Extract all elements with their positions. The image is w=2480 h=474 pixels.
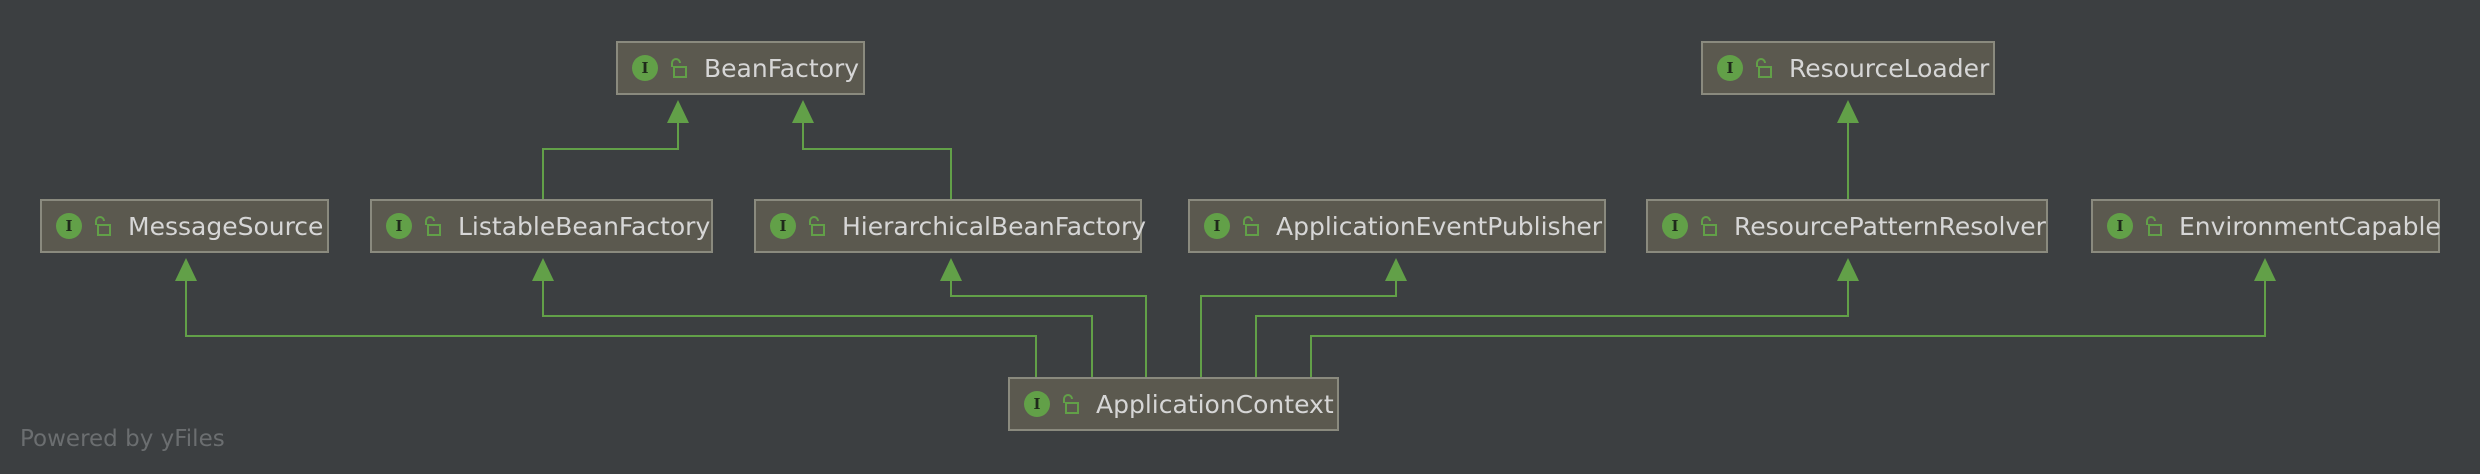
inheritance-arrowhead [532,258,554,281]
node-label: HierarchicalBeanFactory [842,211,1147,241]
inheritance-arrowhead [1385,258,1407,281]
edge-resource-pattern-resolver-to-resource-loader [1837,100,1859,199]
interface-icon: I [1024,391,1050,417]
inheritance-arrowhead [667,100,689,123]
edge-application-context-to-listable-bean-factory [532,258,1093,377]
inheritance-arrowhead [2254,258,2276,281]
node-message-source[interactable]: I MessageSource [40,199,329,253]
interface-icon: I [632,55,658,81]
node-label: ResourceLoader [1789,53,1990,83]
node-environment-capable[interactable]: I EnvironmentCapable [2091,199,2441,253]
interface-icon: I [56,213,82,239]
node-label: ApplicationEventPublisher [1276,211,1603,241]
interface-icon: I [1662,213,1688,239]
edge-application-context-to-hierarchical-bean-factory [940,258,1147,377]
inheritance-arrowhead [1837,258,1859,281]
node-bean-factory[interactable]: I BeanFactory [616,41,865,95]
node-application-event-publisher[interactable]: I ApplicationEventPublisher [1188,199,1606,253]
open-lock-icon [95,216,111,236]
interface-icon: I [2107,213,2133,239]
interface-icon: I [770,213,796,239]
node-label: ListableBeanFactory [458,211,711,241]
node-resource-loader[interactable]: I ResourceLoader [1701,41,1995,95]
interface-icon: I [1204,213,1230,239]
node-listable-bean-factory[interactable]: I ListableBeanFactory [370,199,713,253]
open-lock-icon [809,216,825,236]
interface-icon: I [1717,55,1743,81]
open-lock-icon [425,216,441,236]
node-application-context[interactable]: I ApplicationContext [1008,377,1339,431]
open-lock-icon [1243,216,1259,236]
edge-listable-bean-factory-to-bean-factory [542,100,689,199]
open-lock-icon [1701,216,1717,236]
edge-application-context-to-resource-pattern-resolver [1255,258,1859,377]
node-label: BeanFactory [704,53,860,83]
powered-by-credit: Powered by yFiles [20,426,225,452]
node-hierarchical-bean-factory[interactable]: I HierarchicalBeanFactory [754,199,1146,253]
open-lock-icon [671,58,687,78]
inheritance-arrowhead [175,258,197,281]
edge-application-context-to-environment-capable [1310,258,2276,377]
open-lock-icon [1756,58,1772,78]
node-label: ApplicationContext [1096,389,1334,419]
edge-application-context-to-application-event-publisher [1200,258,1407,377]
open-lock-icon [1063,394,1079,414]
node-resource-pattern-resolver[interactable]: I ResourcePatternResolver [1646,199,2048,253]
inheritance-arrowhead [792,100,814,123]
node-label: ResourcePatternResolver [1734,211,2046,241]
inheritance-arrowhead [1837,100,1859,123]
open-lock-icon [2146,216,2162,236]
inheritance-arrowhead [940,258,962,281]
edge-hierarchical-bean-factory-to-bean-factory [792,100,952,199]
interface-icon: I [386,213,412,239]
node-label: MessageSource [128,211,324,241]
node-label: EnvironmentCapable [2179,211,2441,241]
edge-application-context-to-message-source [175,258,1037,377]
